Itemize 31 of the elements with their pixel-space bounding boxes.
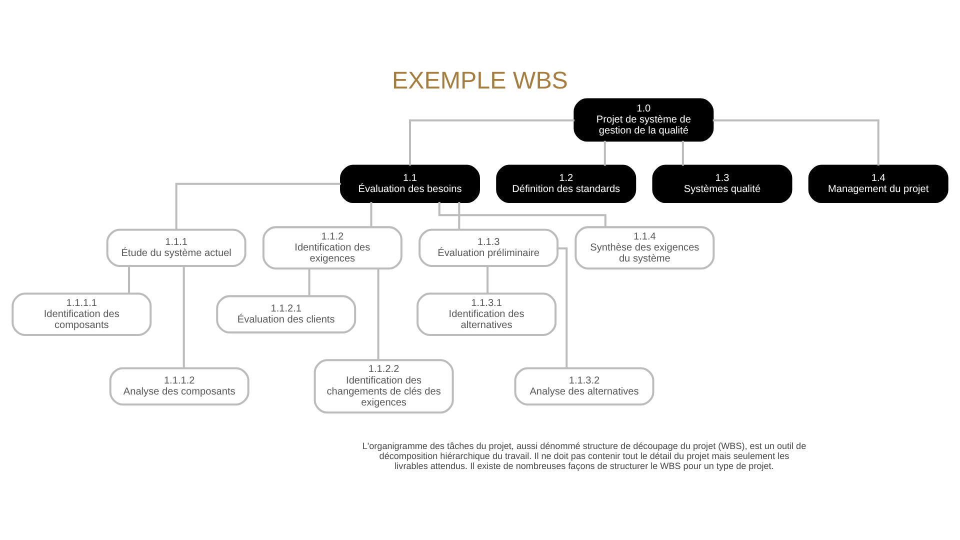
node-box: 1.3 Systèmes qualité: [652, 164, 792, 203]
connector: [712, 118, 880, 166]
node-box: 1.1.2 Identification des exigences: [262, 226, 402, 269]
node-box: 1.1 Évaluation des besoins: [340, 164, 480, 203]
node-box: 1.1.3.1 Identification des alternatives: [416, 292, 557, 336]
connector: [558, 246, 568, 368]
node-box: 1.4 Management du projet: [808, 164, 948, 203]
connector: [604, 140, 606, 166]
connector: [409, 118, 574, 166]
connector: [438, 202, 606, 226]
node-box: 1.1.3.2 Analyse des alternatives: [514, 366, 654, 405]
connector: [308, 268, 310, 296]
node-box: 1.1.1.2 Analyse des composants: [109, 366, 250, 405]
connector: [682, 140, 684, 166]
label: L'organigramme des tâches du projet, aussi dénommé structure de découpage du projet (WBS), est un outil de décomposition hiérarchique du travail. Il ne doit pas contenir tout le détail du projet mais seulement les livrables attendus. Il existe de nombreuses façons de structurer le WBS pour un type de projet.: [362, 440, 806, 471]
connector: [175, 182, 341, 230]
connector: [377, 268, 380, 360]
node-box: 1.1.1.1 Identification des composants: [12, 292, 152, 336]
node-box: 1.1.4 Synthèse des exigences du système: [574, 226, 715, 269]
node-box: 1.0 Projet de système de gestion de la qualité: [574, 98, 714, 142]
node-box: 1.1.3 Évaluation préliminaire: [418, 228, 559, 266]
connector: [182, 266, 185, 368]
node-box: 1.1.2.2 Identification des changements de clés des exigences: [314, 358, 454, 414]
node-box: 1.1.2.1 Évaluation des clients: [216, 294, 356, 333]
node-box: 1.1.1 Étude du système actuel: [106, 228, 246, 266]
diagram-title: EXEMPLE WBS: [392, 66, 568, 94]
connector: [458, 202, 460, 229]
connector: [128, 266, 130, 293]
connector: [370, 202, 372, 227]
node-box: 1.2 Définition des standards: [496, 164, 636, 203]
connector: [486, 266, 489, 293]
